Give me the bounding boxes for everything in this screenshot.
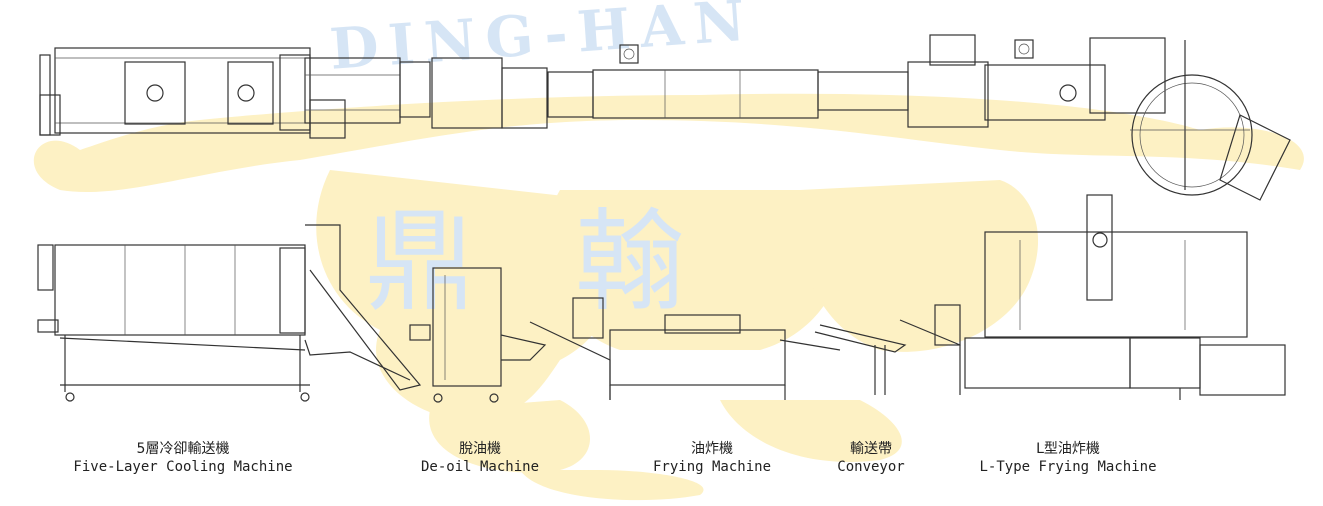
de-oil-machine-drawing — [409, 267, 547, 403]
label-zh: 5層冷卻輸送機 — [136, 441, 230, 457]
label-en: De-oil Machine — [420, 459, 540, 475]
top-plan-view — [39, 34, 1291, 201]
label-en: Conveyor — [837, 459, 905, 475]
machine-label-l-type-frying: L型油炸機 L-Type Frying Machine — [979, 440, 1156, 476]
conveyor-drawing — [814, 324, 907, 395]
label-zh: 脫油機 — [458, 441, 501, 457]
watermark-mascot — [33, 93, 1304, 501]
label-zh: 輸送帶 — [850, 441, 892, 457]
label-zh: L型油炸機 — [1036, 441, 1100, 457]
label-en: L-Type Frying Machine — [979, 459, 1157, 475]
machine-label-conveyor: 輸送帶 Conveyor — [837, 440, 904, 476]
watermark-logo: 鼎翰 — [365, 198, 785, 326]
machine-label-frying: 油炸機 Frying Machine — [653, 440, 771, 476]
frying-machine-drawing — [529, 297, 841, 400]
machine-label-cooling: 5層冷卻輸送機 Five-Layer Cooling Machine — [73, 440, 292, 476]
label-en: Frying Machine — [652, 459, 772, 475]
label-zh: 油炸機 — [690, 441, 733, 457]
five-layer-cooling-machine-drawing — [37, 224, 422, 402]
label-en: Five-Layer Cooling Machine — [73, 459, 293, 475]
l-type-frying-machine-drawing — [899, 194, 1286, 400]
machine-label-de-oil: 脫油機 De-oil Machine — [421, 440, 539, 476]
